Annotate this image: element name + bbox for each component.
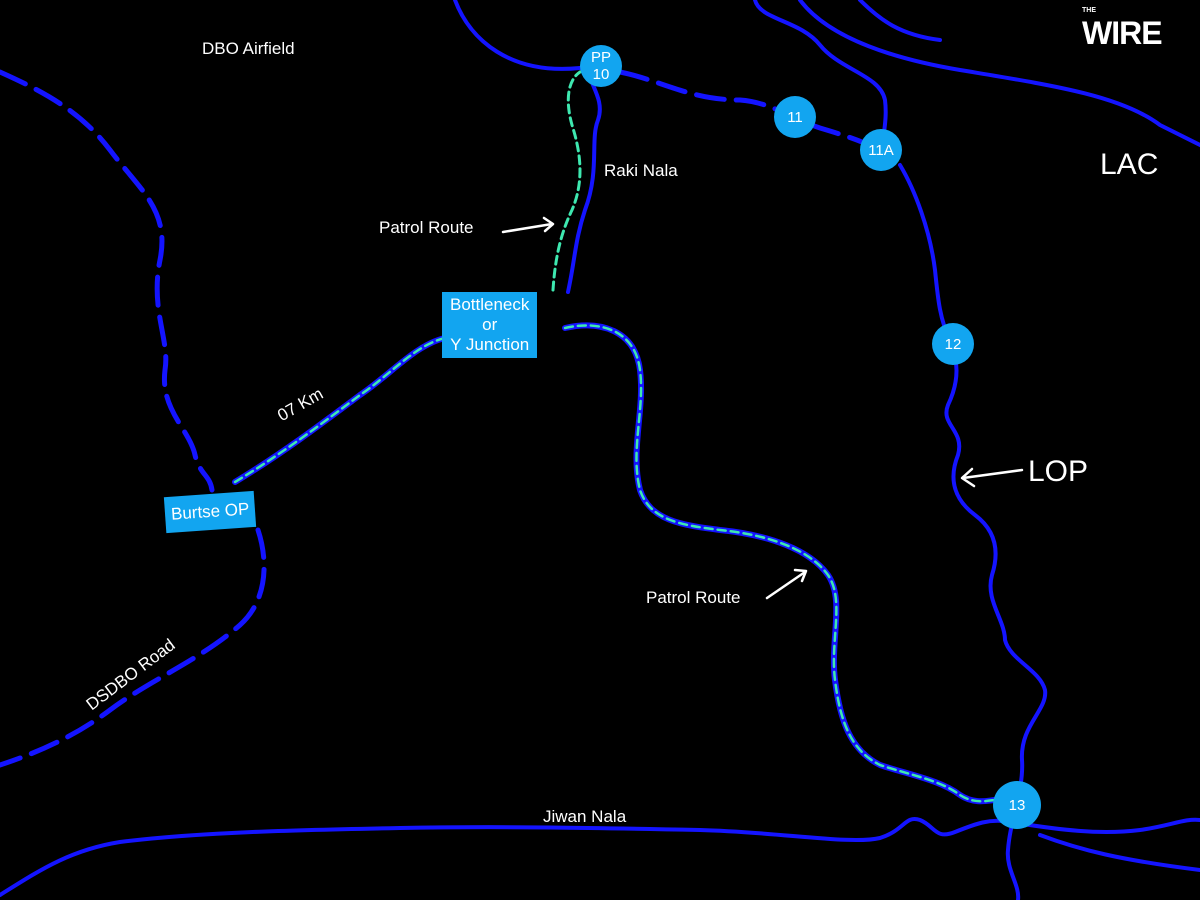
marker-pp12: 12 bbox=[932, 323, 974, 365]
pp10-line1: PP bbox=[590, 49, 611, 66]
patrol-route-south bbox=[563, 324, 997, 803]
river-top-right-3 bbox=[858, 0, 942, 42]
marker-pp11a: 11A bbox=[860, 129, 902, 171]
road-northwest bbox=[0, 69, 215, 493]
patrol-route-north bbox=[551, 70, 582, 292]
arrow-lop bbox=[960, 467, 1024, 488]
marker-pp13: 13 bbox=[993, 781, 1041, 829]
burtse-label: Burtse OP bbox=[170, 499, 250, 524]
river-top-right-1 bbox=[753, 0, 888, 152]
label-jiwan-nala: Jiwan Nala bbox=[543, 807, 627, 826]
marker-pp10: PP 10 bbox=[580, 45, 622, 87]
jiwan-nala-river bbox=[0, 817, 1200, 897]
river-bottom-right bbox=[1038, 833, 1200, 872]
road-burtse-bottleneck bbox=[232, 335, 448, 485]
pp10-line2: 10 bbox=[592, 66, 610, 83]
river-top-right-2 bbox=[798, 0, 1200, 147]
label-patrol-route-2: Patrol Route bbox=[646, 588, 741, 607]
pp12-label: 12 bbox=[944, 335, 962, 353]
raki-nala-river bbox=[566, 68, 602, 294]
bottleneck-line2: or bbox=[482, 315, 498, 334]
bottleneck-line1: Bottleneck bbox=[450, 295, 530, 314]
arrow-patrol-route-2 bbox=[765, 568, 808, 600]
bottleneck-line3: Y Junction bbox=[450, 335, 530, 354]
bottleneck-y-junction-box: Bottleneck or Y Junction bbox=[442, 292, 538, 358]
river-top-left bbox=[453, 0, 582, 71]
pp11-label: 11 bbox=[787, 108, 803, 126]
marker-pp11: 11 bbox=[774, 96, 816, 138]
patrol-burtse-bottleneck bbox=[233, 336, 447, 484]
label-dbo-airfield: DBO Airfield bbox=[202, 39, 295, 58]
dsdbo-road-line bbox=[0, 527, 267, 768]
label-lop: LOP bbox=[1028, 455, 1089, 488]
logo-main: WIRE bbox=[1082, 15, 1163, 51]
burtse-op-box: Burtse OP bbox=[163, 490, 257, 534]
pp11a-label: 11A bbox=[868, 141, 894, 159]
label-patrol-route-1: Patrol Route bbox=[379, 218, 474, 237]
arrow-patrol-route-1 bbox=[501, 216, 555, 234]
lac-line bbox=[617, 69, 883, 153]
label-lac: LAC bbox=[1100, 148, 1159, 181]
the-wire-logo: THE WIRE bbox=[1082, 6, 1163, 51]
logo-small: THE bbox=[1082, 7, 1096, 14]
pp13-label: 13 bbox=[1008, 796, 1026, 814]
label-raki-nala: Raki Nala bbox=[604, 161, 678, 180]
river-bottleneck-13 bbox=[562, 322, 998, 805]
